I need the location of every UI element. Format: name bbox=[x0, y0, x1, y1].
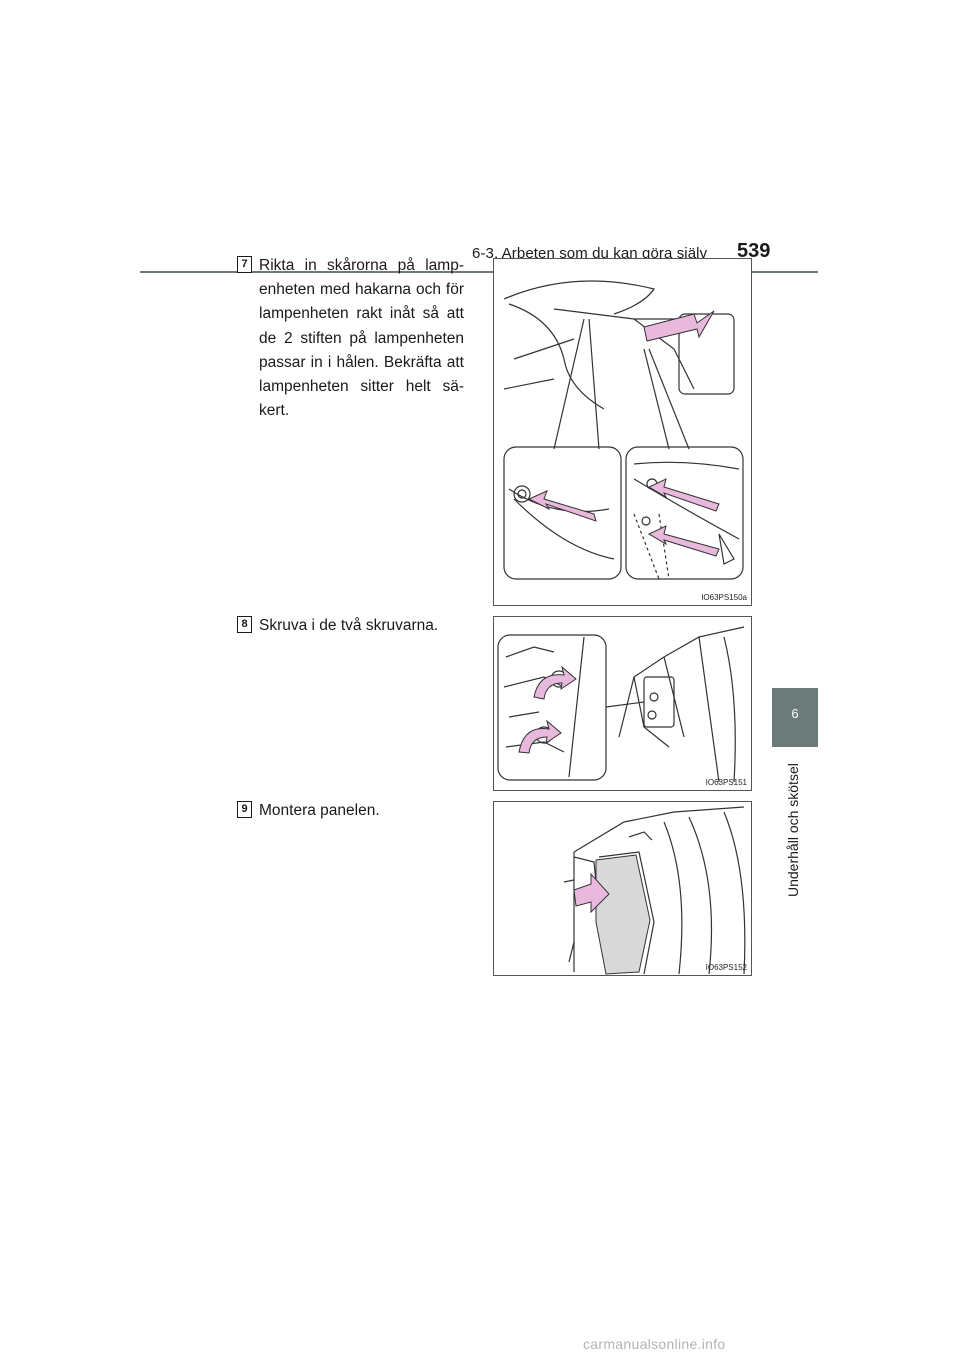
section-title: 6-3. Arbeten som du kan göra själv bbox=[472, 245, 708, 262]
page-number: 539 bbox=[737, 240, 771, 262]
step-number-badge: 9 bbox=[237, 801, 252, 818]
figure-code: IO63PS150a bbox=[701, 593, 747, 602]
chapter-label: Underhåll och skötsel bbox=[785, 763, 801, 897]
step-number-badge: 8 bbox=[237, 616, 252, 633]
step-illustration: IO63PS150a bbox=[493, 258, 752, 606]
step-illustration: IO63PS151 bbox=[493, 616, 752, 791]
header-divider bbox=[140, 271, 818, 273]
panel-install-drawing bbox=[563, 806, 746, 975]
step-instruction: Skruva i de två skruvarna. bbox=[259, 617, 439, 634]
screw-tighten-drawing bbox=[497, 626, 745, 783]
step-number-badge: 7 bbox=[237, 256, 252, 273]
step-instruction: Montera panelen. bbox=[259, 802, 380, 819]
step-illustration: IO63PS152 bbox=[493, 801, 752, 976]
figure-code: IO63PS151 bbox=[705, 778, 747, 787]
chapter-tab[interactable]: 6 bbox=[772, 688, 818, 747]
figure-code: IO63PS152 bbox=[705, 963, 747, 972]
footer-watermark: carmanualsonline.info bbox=[583, 1336, 726, 1352]
chapter-number: 6 bbox=[791, 706, 799, 721]
step-instruction: Rikta in skårorna på lamp-enheten med ha… bbox=[259, 257, 464, 420]
lamp-install-drawing bbox=[503, 280, 744, 580]
